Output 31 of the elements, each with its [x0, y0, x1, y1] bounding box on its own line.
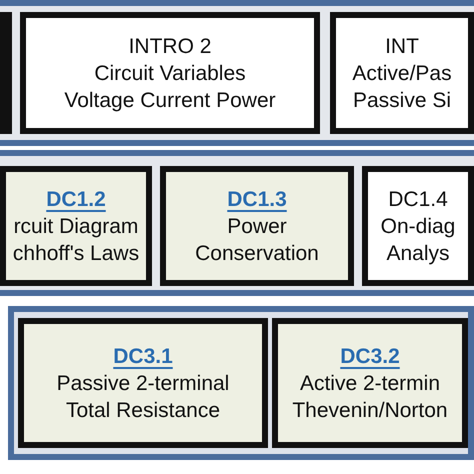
module-card [18, 318, 268, 448]
module-topic: Voltage Current Power [64, 88, 276, 114]
module-topic: Active/Pas [352, 60, 452, 86]
module-topic: Total Resistance [66, 398, 220, 424]
module-card [160, 166, 354, 286]
module-topic: Analys [386, 240, 450, 266]
module-topic: On-diag [380, 214, 456, 240]
module-link: DC3.2 [340, 344, 400, 370]
module-topic: Active 2-termin [300, 370, 440, 396]
section-band [8, 306, 474, 460]
module-card [20, 12, 320, 134]
module-topic: chhoff's Laws [12, 240, 140, 266]
module-topic: Thevenin/Norton [292, 398, 448, 424]
module-link: DC1.2 [46, 186, 106, 212]
section-band [0, 150, 474, 296]
module-topic: Circuit Variables [94, 60, 246, 86]
module-code: DC1.4 [388, 186, 448, 212]
module-card [272, 318, 468, 448]
module-topic: Passive 2-terminal [56, 370, 230, 396]
module-topic: Power Conservation [194, 214, 320, 266]
module-card [0, 12, 12, 134]
module-card [0, 166, 152, 286]
module-link: DC3.1 [113, 344, 173, 370]
section-band [0, 0, 474, 146]
module-topic: rcuit Diagram [14, 214, 138, 240]
module-card [362, 166, 474, 286]
module-card [330, 12, 474, 134]
module-link: DC1.3 [227, 186, 287, 212]
module-topic: Passive Si [352, 88, 452, 114]
module-code: INT [385, 34, 419, 60]
module-code: INTRO 2 [128, 34, 212, 60]
